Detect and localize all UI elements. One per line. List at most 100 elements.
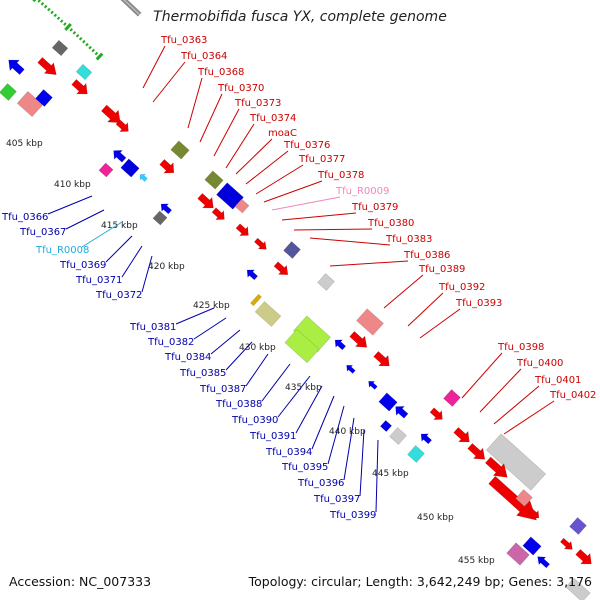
leader-line: [263, 180, 323, 203]
gene-label-forward: moaC: [268, 128, 297, 139]
gene-box: [254, 301, 282, 327]
gene-label-forward: Tfu_R0009: [335, 186, 389, 197]
leader-line: [375, 439, 379, 513]
gene-box: [522, 536, 542, 556]
leader-line: [245, 353, 269, 387]
gene-arrow-forward: [37, 57, 57, 76]
gene-box: [485, 433, 547, 491]
leader-line: [213, 108, 240, 157]
gene-box: [250, 293, 262, 307]
gene-box: [170, 140, 190, 160]
gene-box: [0, 83, 17, 101]
gene-label-reverse: Tfu_0387: [199, 384, 246, 395]
gene-box: [51, 39, 69, 57]
leader-line: [193, 317, 227, 340]
leader-line: [383, 274, 424, 309]
gene-label-reverse: Tfu_0369: [59, 260, 106, 271]
gene-box: [389, 427, 407, 445]
gene-label-forward: Tfu_0368: [197, 67, 244, 78]
leader-line: [311, 395, 335, 450]
gene-arrow-forward: [373, 351, 390, 367]
gene-label-reverse: Tfu_0371: [75, 275, 122, 286]
leader-line: [329, 260, 409, 267]
genome-backbone: [120, 0, 142, 17]
gene-label-forward: Tfu_0378: [317, 170, 364, 181]
inner-tick: [64, 23, 72, 31]
leader-line: [81, 221, 123, 248]
gene-arrow-forward: [349, 331, 368, 348]
inner-tick: [47, 7, 51, 12]
inner-tick: [91, 48, 96, 53]
inner-tick: [82, 39, 86, 44]
inner-tick: [50, 10, 54, 15]
gene-label-forward: Tfu_0380: [367, 218, 414, 229]
gene-arrow-reverse: [334, 339, 347, 351]
gene-arrow-reverse: [395, 406, 409, 419]
tick-rings: [32, 0, 104, 61]
kbp-tick-label: 440 kbp: [329, 427, 366, 437]
leader-line: [461, 352, 503, 399]
gene-arrow-reverse: [420, 433, 433, 445]
gene-label-reverse: Tfu_0384: [164, 352, 211, 363]
inner-tick: [32, 0, 37, 3]
gene-arrow-forward: [100, 104, 121, 123]
kbp-tick-label: 455 kbp: [458, 556, 495, 566]
gene-box: [284, 328, 320, 364]
gene-arrow-forward: [429, 407, 443, 420]
gene-box: [379, 419, 393, 433]
leader-line: [152, 61, 186, 103]
gene-box: [506, 542, 530, 566]
kbp-tick-label: 445 kbp: [372, 469, 409, 479]
leader-line: [47, 195, 93, 215]
inner-tick: [40, 2, 45, 6]
gene-features: [0, 39, 592, 600]
leader-line: [235, 138, 273, 175]
gene-box: [378, 392, 398, 412]
inner-tick: [72, 31, 77, 35]
gene-arrow-reverse: [537, 556, 551, 569]
kbp-tick-label: 415 kbp: [101, 221, 138, 231]
leader-line: [141, 255, 153, 293]
gene-arrow-forward: [71, 79, 88, 95]
leader-line: [295, 385, 323, 434]
gene-label-forward: Tfu_0379: [351, 202, 398, 213]
gene-label-forward: Tfu_0386: [403, 250, 450, 261]
gene-label-reverse: Tfu_0367: [19, 227, 66, 238]
kbp-tick-label: 410 kbp: [54, 180, 91, 190]
gene-label-reverse: Tfu_0372: [95, 290, 142, 301]
kbp-tick-label: 450 kbp: [417, 513, 454, 523]
map-title: Thermobifida fusca YX, complete genome: [153, 9, 447, 25]
gene-box: [565, 577, 591, 600]
gene-box: [569, 517, 587, 535]
gene-arrow-forward: [211, 207, 225, 220]
leader-line: [199, 93, 223, 143]
leader-line: [255, 164, 304, 195]
gene-arrow-reverse: [368, 381, 378, 390]
backbone-arc: [120, 0, 142, 17]
gene-label-forward: Tfu_0402: [549, 390, 596, 401]
inner-tick: [37, 0, 41, 3]
gene-arrow-forward: [235, 223, 249, 236]
topology-label: Topology: circular; Length: 3,642,249 bp…: [248, 574, 592, 589]
gene-label-forward: Tfu_0373: [234, 98, 281, 109]
gene-box: [75, 63, 93, 81]
gene-arrow-reverse: [246, 269, 259, 281]
gene-arrow-forward: [159, 159, 175, 174]
leader-line: [281, 212, 357, 221]
gene-label-reverse: Tfu_0391: [249, 431, 296, 442]
leader-line: [225, 123, 255, 169]
gene-box: [515, 489, 533, 507]
leader-line: [121, 245, 143, 278]
gene-label-forward: Tfu_0376: [283, 140, 330, 151]
gene-label-reverse: Tfu_0385: [179, 368, 226, 379]
gene-box: [283, 241, 301, 259]
leader-line: [479, 368, 522, 413]
gene-label-reverse: Tfu_0397: [313, 494, 360, 505]
gene-arrow-reverse: [160, 203, 173, 215]
gene-label-reverse: Tfu_0381: [129, 322, 176, 333]
leader-line: [503, 400, 555, 435]
inner-tick: [59, 19, 64, 23]
gene-label-reverse: Tfu_0395: [281, 462, 328, 473]
gene-arrow-forward: [253, 237, 267, 250]
